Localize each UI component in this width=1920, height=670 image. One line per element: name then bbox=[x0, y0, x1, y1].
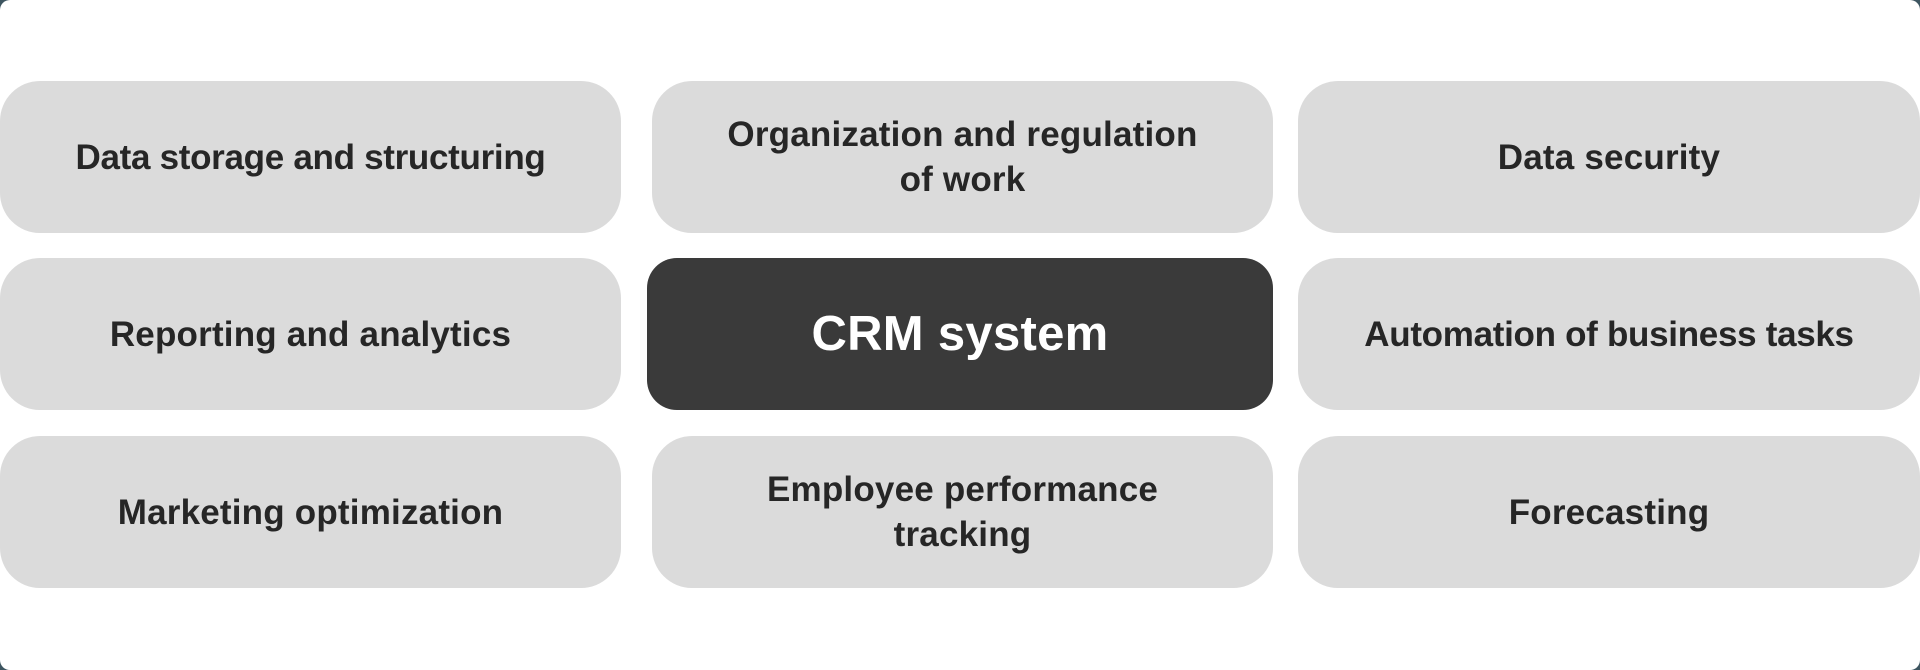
tile-label: Organization and regulation of work bbox=[727, 115, 1198, 199]
tile-data-security: Data security bbox=[1298, 81, 1920, 233]
tile-reporting-analytics: Reporting and analytics bbox=[0, 258, 621, 410]
tile-label: Reporting and analytics bbox=[109, 314, 512, 354]
tile-automation: Automation of business tasks bbox=[1298, 258, 1920, 410]
tile-label: Forecasting bbox=[1508, 492, 1710, 532]
center-label: CRM system bbox=[811, 307, 1109, 361]
tile-label: Automation of business tasks bbox=[1364, 314, 1854, 354]
tile-data-storage: Data storage and structuring bbox=[0, 81, 621, 233]
tile-label: Data security bbox=[1497, 137, 1721, 177]
center-crm-system: CRM system bbox=[647, 258, 1273, 410]
tile-forecasting: Forecasting bbox=[1298, 436, 1920, 588]
tile-label: Employee performance tracking bbox=[766, 470, 1159, 554]
tile-label: Data storage and structuring bbox=[75, 137, 546, 177]
tile-organization-regulation: Organization and regulation of work bbox=[652, 81, 1273, 233]
tile-employee-performance: Employee performance tracking bbox=[652, 436, 1273, 588]
tile-label: Marketing optimization bbox=[117, 492, 504, 532]
tile-marketing-optimization: Marketing optimization bbox=[0, 436, 621, 588]
